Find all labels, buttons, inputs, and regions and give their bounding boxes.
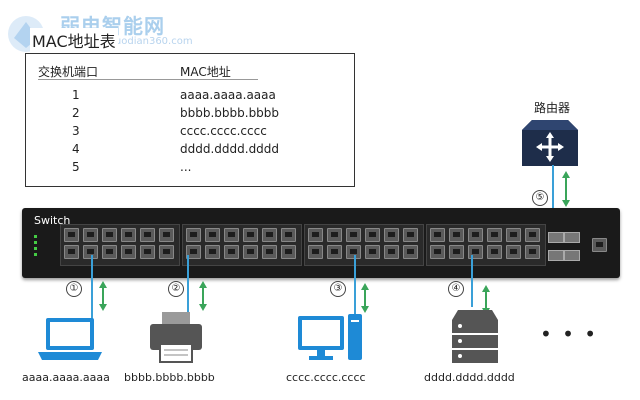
table-row-mac: ...: [180, 160, 192, 174]
ethernet-port[interactable]: [224, 245, 239, 259]
column-header-mac: MAC地址: [180, 65, 231, 79]
link-number-3: ③: [330, 281, 346, 297]
ethernet-port[interactable]: [140, 245, 155, 259]
table-row-mac: dddd.dddd.dddd: [180, 142, 280, 156]
router-icon: [522, 120, 578, 166]
server-icon: [452, 310, 498, 363]
ethernet-port[interactable]: [506, 245, 521, 259]
mac-table-box: [25, 53, 355, 187]
ethernet-port[interactable]: [243, 245, 258, 259]
ethernet-port[interactable]: [327, 245, 342, 259]
table-row-port: 1: [72, 88, 80, 102]
ethernet-port[interactable]: [506, 228, 521, 242]
ethernet-port[interactable]: [487, 245, 502, 259]
device-mac-label: cccc.cccc.cccc: [286, 371, 366, 384]
ethernet-port[interactable]: [308, 228, 323, 242]
link-number-1: ①: [66, 281, 82, 297]
switch-label: Switch: [34, 214, 71, 227]
ethernet-port[interactable]: [224, 228, 239, 242]
ethernet-port[interactable]: [384, 228, 399, 242]
ethernet-port[interactable]: [487, 228, 502, 242]
ethernet-port[interactable]: [205, 228, 220, 242]
ethernet-port[interactable]: [430, 245, 445, 259]
sfp-port[interactable]: [548, 232, 564, 243]
ethernet-port[interactable]: [121, 245, 136, 259]
sfp-port[interactable]: [548, 250, 564, 261]
ethernet-port[interactable]: [159, 228, 174, 242]
device-mac-label: dddd.dddd.dddd: [424, 371, 515, 384]
ethernet-port[interactable]: [346, 228, 361, 242]
table-row-port: 2: [72, 106, 80, 120]
ethernet-port[interactable]: [281, 228, 296, 242]
link-number-4: ④: [448, 281, 464, 297]
sfp-port[interactable]: [564, 232, 580, 243]
table-row-mac: cccc.cccc.cccc: [180, 124, 267, 138]
ethernet-port[interactable]: [525, 228, 540, 242]
console-port[interactable]: [592, 238, 607, 252]
ethernet-port[interactable]: [140, 228, 155, 242]
ethernet-port[interactable]: [186, 245, 201, 259]
ethernet-port[interactable]: [64, 245, 79, 259]
ethernet-port[interactable]: [205, 245, 220, 259]
ethernet-port[interactable]: [403, 228, 418, 242]
ethernet-port[interactable]: [365, 228, 380, 242]
ethernet-port[interactable]: [159, 245, 174, 259]
laptop-icon: [38, 318, 102, 360]
link-number-5: ⑤: [532, 190, 548, 206]
ethernet-port[interactable]: [384, 245, 399, 259]
device-mac-label: aaaa.aaaa.aaaa: [22, 371, 110, 384]
header-divider: [38, 79, 258, 80]
ethernet-port[interactable]: [327, 228, 342, 242]
device-mac-label: bbbb.bbbb.bbbb: [124, 371, 215, 384]
ethernet-port[interactable]: [346, 245, 361, 259]
mac-table-title: MAC地址表: [30, 28, 118, 52]
ethernet-port[interactable]: [186, 228, 201, 242]
ethernet-port[interactable]: [262, 245, 277, 259]
ethernet-port[interactable]: [102, 245, 117, 259]
ethernet-port[interactable]: [403, 245, 418, 259]
router-cable: [552, 165, 570, 210]
status-led-panel: [34, 232, 48, 258]
ethernet-port[interactable]: [102, 228, 117, 242]
column-header-port: 交换机端口: [38, 65, 99, 79]
ethernet-port[interactable]: [262, 228, 277, 242]
desktop-icon: [298, 314, 362, 360]
printer-icon: [150, 312, 202, 363]
sfp-port[interactable]: [564, 250, 580, 261]
ethernet-port[interactable]: [83, 228, 98, 242]
link-number-2: ②: [168, 281, 184, 297]
ethernet-port[interactable]: [281, 245, 296, 259]
ethernet-port[interactable]: [468, 228, 483, 242]
table-row-mac: aaaa.aaaa.aaaa: [180, 88, 276, 102]
table-row-port: 4: [72, 142, 80, 156]
ethernet-port[interactable]: [121, 228, 136, 242]
ethernet-port[interactable]: [83, 245, 98, 259]
ethernet-port[interactable]: [243, 228, 258, 242]
device-cables: [91, 255, 490, 320]
ethernet-port[interactable]: [365, 245, 380, 259]
ethernet-port[interactable]: [525, 245, 540, 259]
table-row-port: 5: [72, 160, 80, 174]
ethernet-port[interactable]: [449, 228, 464, 242]
watermark-url: www.ruodian360.com: [84, 36, 193, 47]
ethernet-port[interactable]: [430, 228, 445, 242]
table-row-mac: bbbb.bbbb.bbbb: [180, 106, 280, 120]
table-row-port: 3: [72, 124, 80, 138]
ethernet-port[interactable]: [308, 245, 323, 259]
ethernet-port[interactable]: [449, 245, 464, 259]
ethernet-port[interactable]: [64, 228, 79, 242]
more-devices-ellipsis: • • •: [540, 322, 599, 346]
router-label: 路由器: [534, 101, 571, 115]
